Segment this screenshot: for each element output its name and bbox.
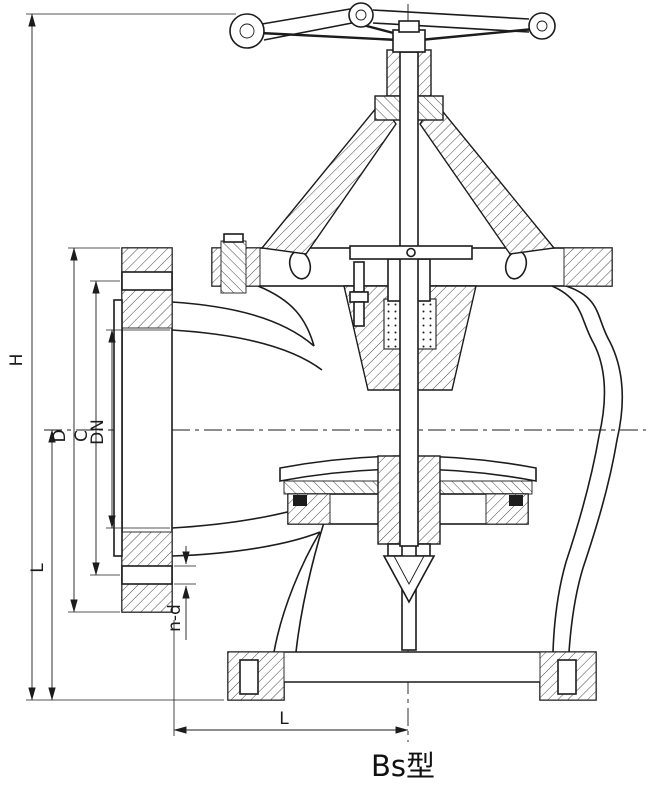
flange-bolt-left-head — [223, 233, 244, 243]
handwheel-hub — [392, 29, 426, 53]
dim-label-L-horizontal: L — [279, 709, 289, 729]
handwheel-spoke-left — [259, 31, 399, 42]
body-right-outer — [565, 285, 624, 653]
disc-guide-cone — [382, 555, 436, 604]
bottom-bolt-slot-left — [239, 659, 259, 695]
inlet-top-outer — [171, 301, 315, 347]
disc-guide-cone-inner — [393, 555, 425, 585]
dim-label-nd: n-d — [165, 604, 185, 632]
inlet-flange — [113, 247, 173, 613]
dim-label-L-vertical: L — [28, 563, 48, 573]
handwheel-knob-right — [528, 12, 556, 40]
body-right-inner — [551, 285, 606, 653]
yoke-arm-right — [419, 100, 556, 255]
handwheel-rim-left-top — [261, 8, 351, 25]
inlet-bottom-outer — [171, 531, 321, 557]
handwheel-knob-top-inner — [355, 9, 367, 21]
inlet-top-inner — [171, 329, 323, 371]
gland-eyebolt-nut — [349, 291, 369, 303]
handwheel-knob-right-inner — [536, 20, 548, 32]
bolt-hole-bottom — [121, 565, 173, 585]
gland-plate-pivot — [406, 247, 416, 258]
dim-label-D: D — [50, 429, 70, 442]
seal-ring-left — [293, 495, 307, 506]
handwheel-rim-left-bottom — [263, 22, 353, 41]
raised-face — [113, 299, 123, 557]
outlet-flange — [227, 651, 597, 701]
bottom-bolt-slot-right — [557, 659, 577, 695]
seal-ring-right — [509, 495, 523, 506]
bolt-hole-top — [121, 271, 173, 291]
body-lower-left-outer — [273, 531, 321, 653]
handwheel-knob-top — [348, 2, 374, 28]
gland-eyebolt-lower — [353, 301, 365, 327]
dim-label-H: H — [7, 354, 27, 367]
handwheel-spoke-right — [419, 27, 535, 42]
valve-stem — [399, 51, 419, 547]
dim-label-C: C — [72, 430, 92, 442]
yoke-arm-left — [260, 100, 397, 255]
dim-label-DN: DN — [88, 419, 108, 445]
bonnet-flange-section-right — [563, 247, 613, 287]
handwheel-knob-left-inner — [239, 23, 255, 39]
handwheel-knob-left — [229, 13, 265, 49]
dimensions: H L D C DN n-d L — [7, 13, 409, 736]
body-left-shoulder — [257, 285, 315, 347]
handwheel — [229, 2, 556, 53]
gland-eyebolt-upper — [353, 261, 365, 293]
flange-bolt-left — [220, 240, 247, 294]
stem-top-nut — [398, 20, 420, 33]
drawing-caption: Bs型 — [371, 749, 435, 783]
handwheel-rim-right-top — [372, 9, 530, 20]
